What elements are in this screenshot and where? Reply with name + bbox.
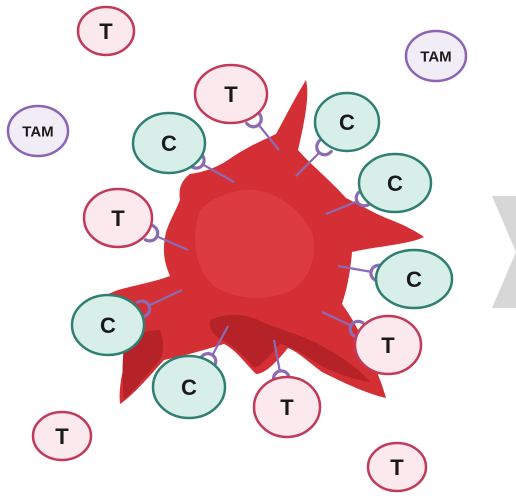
t-cell-label: T (55, 424, 69, 449)
c-cell: C (72, 295, 144, 355)
t-cell-label: T (99, 19, 113, 44)
chevron-right-icon (492, 196, 516, 308)
c-cell-label: C (181, 375, 197, 400)
t-cell: T (33, 412, 91, 460)
c-cell: C (376, 250, 452, 308)
t-cell: T (355, 316, 421, 374)
t-cell: T (84, 189, 152, 247)
t-cell-label: T (224, 82, 238, 107)
c-cell: C (359, 154, 431, 212)
t-cell-label: T (280, 395, 294, 420)
c-cell-label: C (387, 171, 403, 196)
c-cell: C (315, 93, 379, 151)
t-cell-label: T (390, 455, 404, 480)
c-cell-label: C (339, 110, 355, 135)
c-cell-label: C (161, 131, 177, 156)
tam-cell: TAM (406, 31, 466, 81)
t-cell-label: T (381, 333, 395, 358)
c-cell-label: C (406, 267, 422, 292)
t-cell: T (254, 377, 320, 437)
tam-cell-label: TAM (22, 123, 53, 140)
c-cell: C (153, 356, 225, 418)
tam-cell: TAM (8, 106, 68, 156)
c-cell-label: C (100, 313, 116, 338)
t-cell: T (78, 7, 134, 55)
t-cell: T (195, 65, 267, 123)
t-cell-label: T (111, 206, 125, 231)
tam-cell-label: TAM (420, 48, 451, 65)
t-cell: T (368, 443, 426, 491)
c-cell: C (133, 113, 205, 173)
